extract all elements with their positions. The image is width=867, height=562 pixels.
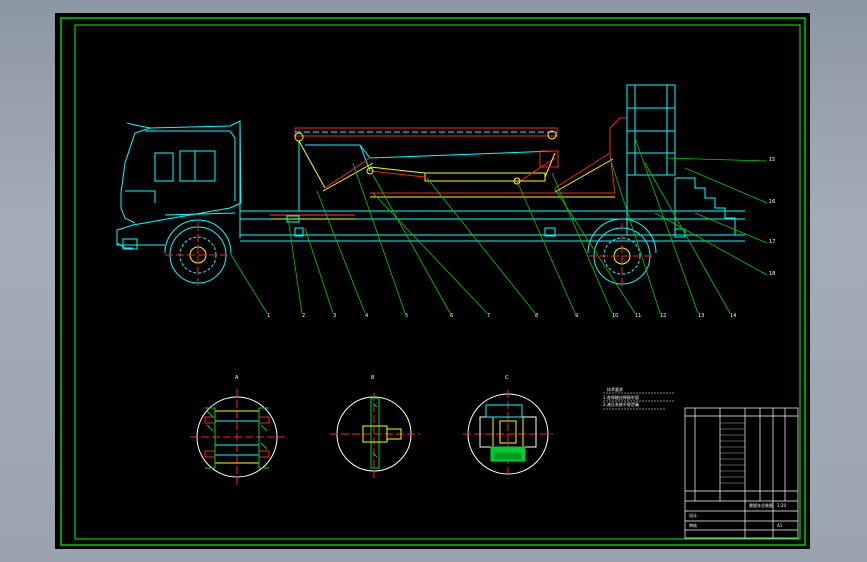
detail-label: C [505, 375, 509, 381]
callout-label: 13 [698, 313, 704, 319]
title-designer: 设计 [689, 512, 697, 518]
front-wheel [164, 219, 232, 287]
callout-leaders [229, 137, 768, 314]
callout-label: 12 [660, 313, 666, 319]
detail-view-a [190, 389, 285, 488]
notes-title: 技术要求 [607, 386, 623, 392]
notes-line: 2.液压系统不得泄漏 [603, 401, 639, 407]
callout-label: 17 [769, 239, 775, 245]
notes-line: 1.各焊缝应焊接牢固 [603, 394, 639, 400]
callout-label: 5 [405, 313, 408, 319]
lifting-mechanism [294, 117, 627, 211]
detail-view-c [463, 390, 553, 479]
callout-label: 1 [267, 313, 270, 319]
callout-label: 10 [612, 313, 618, 319]
outer-frame [60, 17, 806, 546]
title-part-name: 救援车总装图 [749, 502, 773, 508]
parts-list-rows [720, 422, 745, 484]
title-sheet: A1 [777, 523, 783, 528]
callout-label: 2 [302, 313, 305, 319]
callout-label: 9 [575, 313, 578, 319]
title-scale: 1:20 [777, 503, 786, 508]
detail-view-b [330, 393, 420, 478]
rear-platform [626, 84, 745, 238]
callout-label: 14 [730, 313, 736, 319]
callout-label: 3 [333, 313, 336, 319]
callout-labels-right: 15 16 17 18 [769, 157, 775, 277]
technical-notes: 技术要求 1.各焊缝应焊接牢固 2.液压系统不得泄漏 [603, 386, 675, 410]
callout-label: 11 [635, 313, 641, 319]
title-block [684, 407, 799, 539]
chassis-fittings [122, 215, 556, 250]
inner-frame [74, 24, 801, 540]
callout-label: 15 [769, 157, 775, 163]
callout-label: 7 [487, 313, 490, 319]
detail-label: B [371, 375, 375, 381]
rear-wheel [587, 218, 657, 289]
title-checker: 审核 [689, 522, 697, 528]
callout-label: 16 [769, 199, 775, 205]
detail-label: A [235, 375, 239, 381]
truck-chassis [240, 210, 745, 242]
callout-label: 8 [535, 313, 538, 319]
callout-label: 4 [365, 313, 368, 319]
truck-cab [116, 120, 242, 249]
callout-label: 6 [450, 313, 453, 319]
detail-labels: A B C [235, 375, 509, 381]
truck-side-view [116, 84, 745, 289]
callout-label: 18 [769, 271, 775, 277]
